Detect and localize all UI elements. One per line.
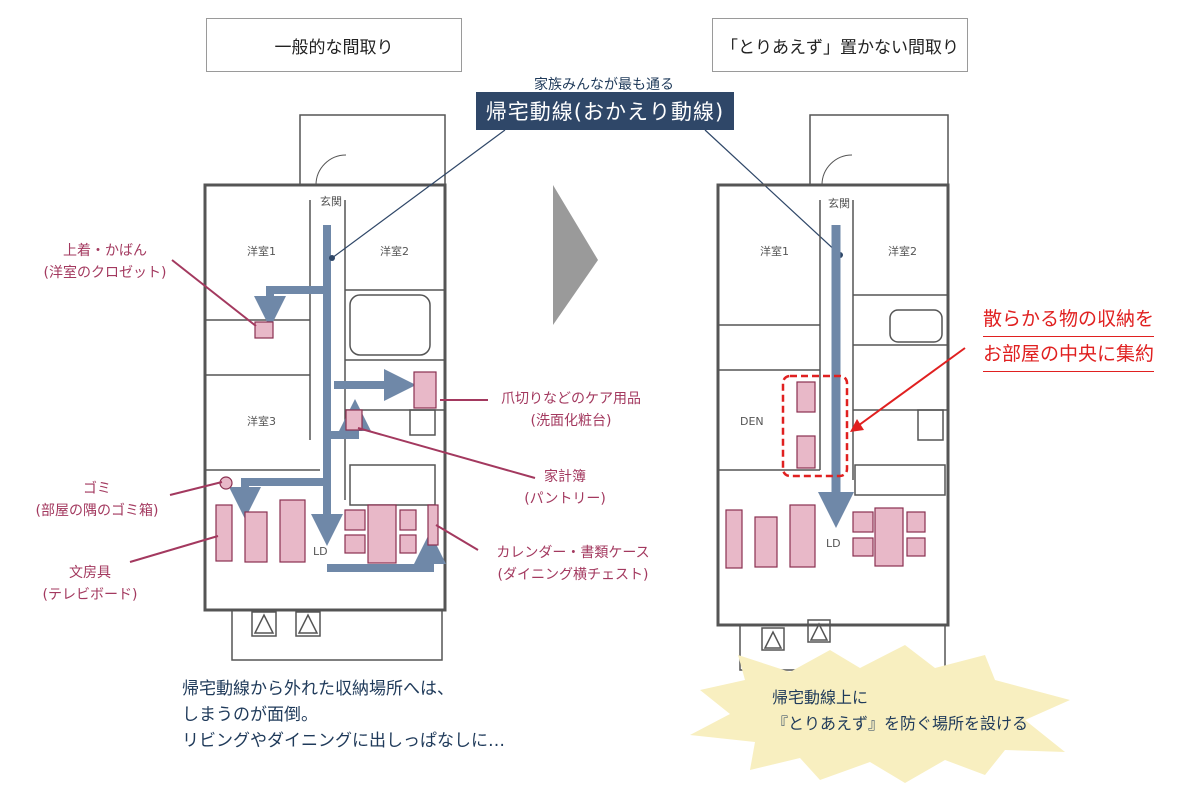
room-western1-right: 洋室1: [760, 245, 789, 258]
label-coat: 上着・かばん (洋室のクロゼット): [30, 240, 180, 285]
red-note-line1: 散らかる物の収納を: [983, 302, 1155, 337]
bottom-note-line1: 帰宅動線から外れた収納場所へは、: [182, 679, 454, 699]
label-budget-line2: (パントリー): [524, 491, 606, 508]
room-western1-left: 洋室1: [247, 245, 276, 258]
label-budget: 家計簿 (パントリー): [510, 466, 620, 511]
label-calendar-line2: (ダイニング横チェスト): [497, 567, 649, 584]
room-ld-right: LD: [826, 537, 841, 550]
room-entrance-left: 玄関: [320, 195, 342, 208]
banner-connector-left: [331, 129, 506, 259]
label-stationery: 文房具 (テレビボード): [30, 562, 150, 607]
label-calendar: カレンダー・書類ケース (ダイニング横チェスト): [478, 542, 668, 587]
red-pointer-head: [850, 419, 864, 432]
label-trash-line2: (部屋の隅のゴミ箱): [35, 503, 159, 520]
central-storage-highlight: [781, 374, 849, 478]
red-note: 散らかる物の収納を お部屋の中央に集約: [983, 302, 1155, 372]
banner-subtitle: 家族みんなが最も通る: [534, 77, 674, 93]
star-note: 帰宅動線上に 『とりあえず』を防ぐ場所を設ける: [772, 685, 1052, 737]
label-calendar-line1: カレンダー・書類ケース: [496, 545, 650, 561]
label-coat-line2: (洋室のクロゼット): [43, 265, 167, 282]
red-pointer-line: [854, 347, 966, 429]
banner-title: 帰宅動線(おかえり動線): [476, 92, 734, 130]
starburst-shape: [690, 645, 1070, 783]
room-entrance-right: 玄関: [828, 197, 850, 210]
label-budget-line1: 家計簿: [544, 469, 586, 485]
banner-connector-right: [704, 129, 841, 256]
red-note-line2: お部屋の中央に集約: [983, 337, 1155, 372]
room-western2-right: 洋室2: [888, 245, 917, 258]
star-note-line1: 帰宅動線上に: [772, 688, 869, 707]
label-stationery-line1: 文房具: [69, 565, 111, 581]
connector-dot-left: [329, 255, 335, 261]
label-nail-care: 爪切りなどのケア用品 (洗面化粧台): [486, 388, 656, 433]
label-trash: ゴミ (部屋の隅のゴミ箱): [22, 478, 172, 523]
room-western3-left: 洋室3: [247, 415, 276, 428]
bottom-note-line3: リビングやダイニングに出しっぱなしに…: [182, 731, 505, 751]
label-nail-line2: (洗面化粧台): [530, 413, 612, 430]
right-storage-spots: [725, 381, 926, 569]
room-western2-left: 洋室2: [380, 245, 409, 258]
room-den-right: DEN: [740, 415, 764, 428]
label-nail-line1: 爪切りなどのケア用品: [501, 391, 641, 407]
bottom-note-line2: しまうのが面倒。: [182, 705, 318, 725]
left-flow-arrows: [229, 225, 446, 572]
bottom-note: 帰宅動線から外れた収納場所へは、 しまうのが面倒。 リビングやダイニングに出しっ…: [182, 676, 505, 754]
label-trash-line1: ゴミ: [83, 481, 111, 497]
room-ld-left: LD: [313, 545, 328, 558]
left-title-text: 一般的な間取り: [274, 37, 394, 58]
left-title: 一般的な間取り: [206, 18, 462, 72]
transition-arrow: [553, 185, 598, 325]
right-title-text: 「とりあえず」置かない間取り: [721, 37, 959, 58]
label-stationery-line2: (テレビボード): [42, 587, 138, 604]
star-note-line2: 『とりあえず』を防ぐ場所を設ける: [772, 714, 1029, 733]
left-leader-lines: [129, 259, 536, 563]
label-coat-line1: 上着・かばん: [63, 243, 147, 259]
left-storage-spots: [215, 321, 439, 564]
right-title: 「とりあえず」置かない間取り: [712, 18, 968, 72]
